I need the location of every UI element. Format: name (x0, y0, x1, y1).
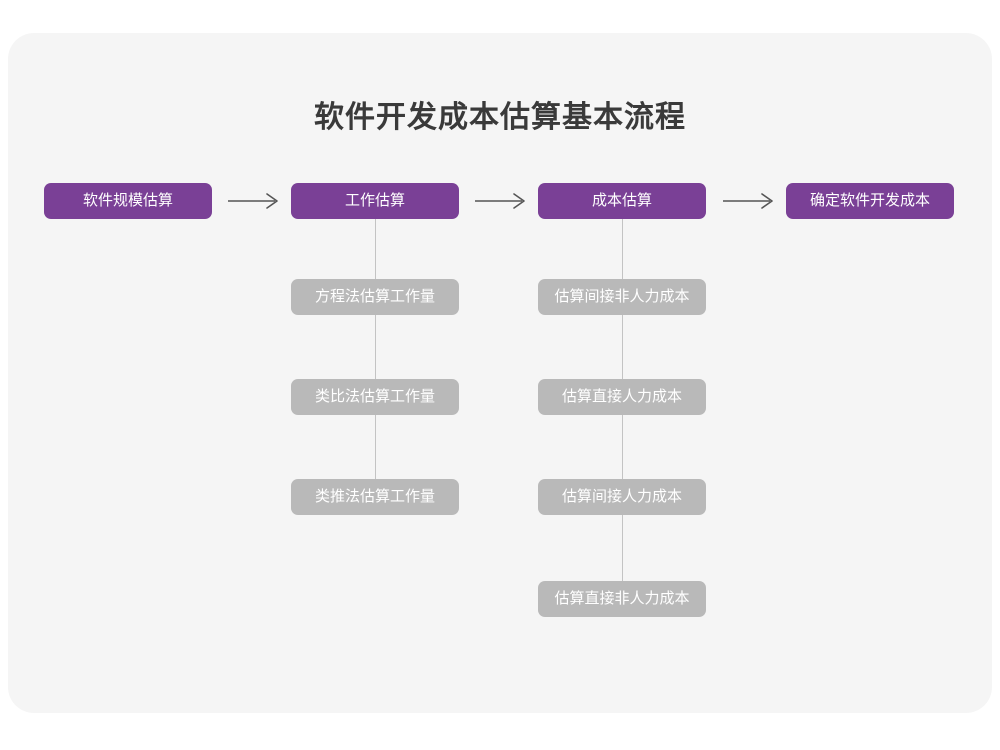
page-title: 软件开发成本估算基本流程 (314, 101, 686, 134)
connector-line-col3-seg4 (622, 515, 623, 581)
right-arrow-icon-1 (226, 189, 284, 213)
sub-node-direct-labor-cost[interactable]: 估算直接人力成本 (538, 379, 706, 415)
flow-node-effort-estimation[interactable]: 工作估算 (291, 183, 459, 219)
sub-node-indirect-nonlabor-cost[interactable]: 估算间接非人力成本 (538, 279, 706, 315)
connector-line-col2-seg2 (375, 315, 376, 379)
connector-line-col3-seg1 (622, 219, 623, 279)
flow-node-determine-development-cost[interactable]: 确定软件开发成本 (786, 183, 954, 219)
right-arrow-icon-2 (473, 189, 531, 213)
sub-node-inference-method-effort[interactable]: 类推法估算工作量 (291, 479, 459, 515)
sub-node-direct-nonlabor-cost[interactable]: 估算直接非人力成本 (538, 581, 706, 617)
connector-line-col3-seg2 (622, 315, 623, 379)
connector-line-col2-seg3 (375, 415, 376, 479)
right-arrow-icon-3 (721, 189, 779, 213)
flow-node-cost-estimation[interactable]: 成本估算 (538, 183, 706, 219)
sub-node-indirect-labor-cost[interactable]: 估算间接人力成本 (538, 479, 706, 515)
content-card (8, 33, 992, 713)
connector-line-col2-seg1 (375, 219, 376, 279)
sub-node-analogy-method-effort[interactable]: 类比法估算工作量 (291, 379, 459, 415)
connector-line-col3-seg3 (622, 415, 623, 479)
sub-node-equation-method-effort[interactable]: 方程法估算工作量 (291, 279, 459, 315)
flow-node-software-size-estimation[interactable]: 软件规模估算 (44, 183, 212, 219)
